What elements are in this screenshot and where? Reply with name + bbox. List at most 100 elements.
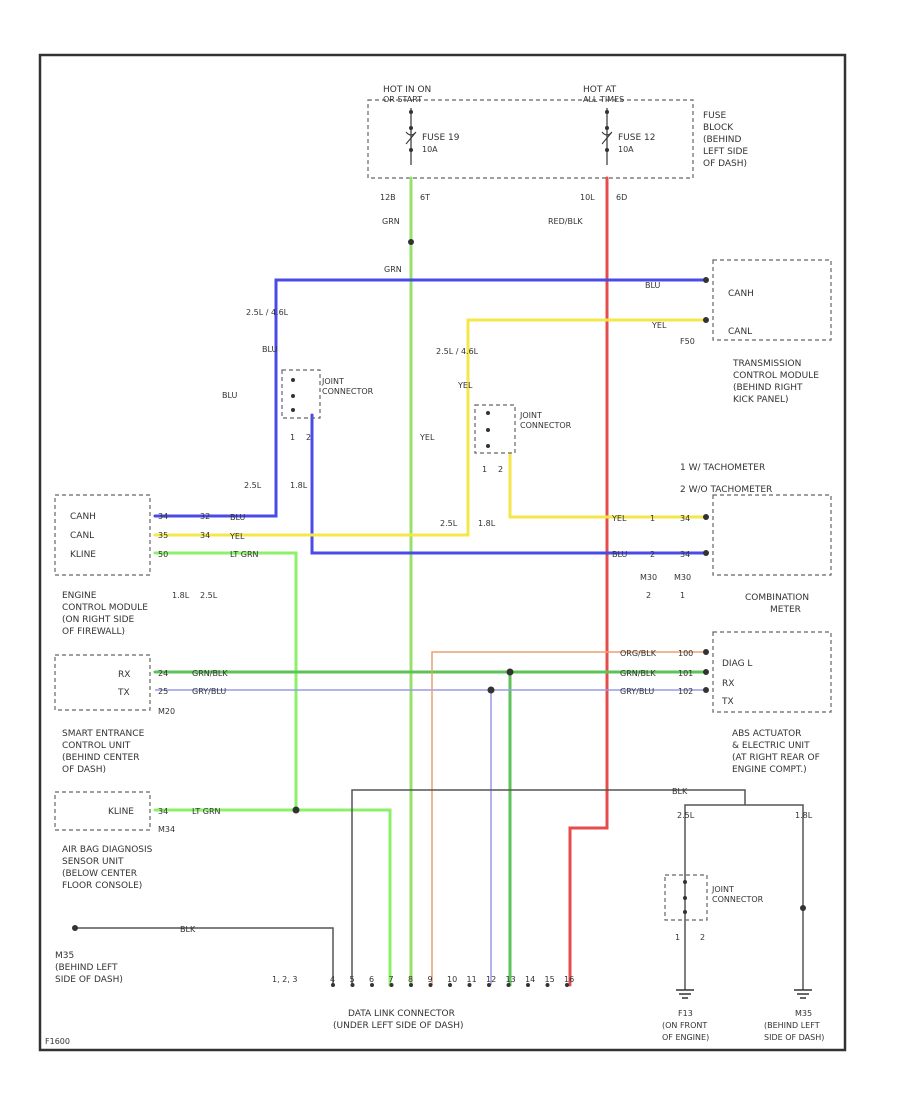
dlc-pin-prefix: 1, 2, 3 [272, 975, 297, 984]
dlc-pin-number: 5 [350, 975, 355, 984]
fuse-right-pin-b: 6D [616, 193, 627, 202]
ground-engine-label: 1.8L [795, 811, 813, 820]
ground-icon [676, 989, 694, 999]
wire-label: YEL [651, 321, 667, 330]
abs-pin-num: 100 [678, 649, 693, 658]
abs-pin: TX [721, 697, 734, 707]
fuse-left-amp: 10A [422, 145, 438, 154]
ecm-pin-num: 32 [200, 512, 210, 521]
dlc-pin-number: 6 [369, 975, 374, 984]
dlc-pin-number: 12 [486, 975, 496, 984]
ecm-label: (ON RIGHT SIDE [62, 615, 134, 625]
joint-label: CONNECTOR [520, 421, 572, 430]
meter-pin-num: 34 [680, 550, 690, 559]
dlc-pin-number: 7 [389, 975, 394, 984]
joint-label: JOINT [711, 885, 734, 894]
splice-dot [487, 686, 495, 694]
meter-connector-num: 1 [680, 591, 685, 600]
abs-pin: DIAG L [722, 659, 752, 669]
joint-label: CONNECTOR [712, 895, 764, 904]
smart-entrance-unit: RX TX 24 25 M20 SMART ENTRANCE CONTROL U… [54, 654, 175, 775]
fuse-block: HOT IN ON OR START HOT AT ALL TIMES FUSE… [367, 85, 748, 226]
tcm-pin-canh: CANH [728, 289, 754, 299]
joint-engine-label: 2.5L / 4.6L [436, 347, 479, 356]
ecm-pin-num: 34 [200, 531, 210, 540]
pin-dot [703, 669, 709, 675]
ground-location: (ON FRONT [662, 1021, 707, 1030]
wire-yel-tcm [466, 318, 708, 497]
meter-label: METER [770, 605, 801, 615]
airbag-label: SENSOR UNIT [62, 857, 124, 867]
wire-blk-m35 [75, 927, 334, 985]
ground-label: (BEHIND LEFT [55, 963, 118, 973]
ground-label: SIDE OF DASH) [55, 975, 123, 985]
airbag-label: (BELOW CENTER [62, 869, 137, 879]
joint-pin: 2 [700, 933, 705, 942]
ecm-pin: CANL [70, 531, 94, 541]
wire-label: YEL [419, 433, 435, 442]
wire-label: GRN/BLK [192, 669, 228, 678]
airbag-label: FLOOR CONSOLE) [62, 881, 142, 891]
ground-location: OF ENGINE) [662, 1033, 709, 1042]
fuse-block-label: (BEHIND [703, 135, 742, 145]
dlc-pin-dot [428, 983, 433, 987]
tcm-pin-canl: CANL [728, 327, 752, 337]
dlc-pin-number: 10 [447, 975, 457, 984]
diagram-frame [38, 53, 847, 1052]
abs-pin-num: 101 [678, 669, 693, 678]
wire-label: YEL [229, 532, 245, 541]
dlc-label: DATA LINK CONNECTOR [348, 1009, 455, 1019]
splice-dot [408, 239, 414, 245]
wire-label: YEL [611, 514, 627, 523]
joint-label: CONNECTOR [322, 387, 374, 396]
wire-blu-meter [310, 413, 708, 555]
fuse-block-label: LEFT SIDE [703, 147, 748, 157]
ground-dot [72, 925, 78, 931]
wire-label: BLU [262, 345, 278, 354]
wire-yel-meter [508, 453, 708, 519]
abs-label: (AT RIGHT REAR OF [732, 753, 820, 763]
smart-label: (BEHIND CENTER [62, 753, 139, 763]
tcm-connector: F50 [680, 337, 695, 346]
smart-label: SMART ENTRANCE [62, 729, 145, 739]
meter-connector: M30 [674, 573, 691, 582]
ecm-label: CONTROL MODULE [62, 603, 148, 613]
dlc-pin-dot [331, 983, 335, 987]
ground-label: M35 [55, 951, 74, 961]
wire-label: YEL [457, 381, 473, 390]
pin-dot [703, 649, 709, 655]
smart-pin: RX [118, 670, 130, 680]
ecm-pin-num: 35 [158, 531, 168, 540]
airbag-pin: KLINE [108, 807, 134, 817]
abs-label: & ELECTRIC UNIT [732, 741, 810, 751]
dlc-pin-dot [448, 983, 452, 987]
meter-connector: M30 [640, 573, 657, 582]
dlc-pin-dot [487, 983, 491, 987]
dlc-pin-number: 9 [428, 975, 433, 984]
joint-pin: 2 [498, 465, 503, 474]
joint-connector-2: 2.5L / 4.6L JOINT CONNECTOR 1 2 2.5L 1.8… [436, 347, 572, 528]
pin-dot [703, 277, 709, 283]
tcm-label: KICK PANEL) [733, 395, 789, 405]
fuse-right-pin-a: 10L [580, 193, 595, 202]
wire-red-blk [568, 176, 609, 987]
airbag-connector: M34 [158, 825, 175, 834]
dlc-pin-number: 16 [564, 975, 574, 984]
wire-label: GRY/BLU [192, 687, 226, 696]
wire-label: GRY/BLU [620, 687, 654, 696]
fuse-block-label: BLOCK [703, 123, 734, 133]
ecm-engine-label: 2.5L [200, 591, 218, 600]
meter-connector-num: 2 [646, 591, 651, 600]
ecm-pin: CANH [70, 512, 96, 522]
fuse-block-label: FUSE [703, 111, 726, 121]
wire-label: BLU [612, 550, 628, 559]
dlc-pin-dot [350, 983, 355, 987]
dlc-pin-number: 14 [525, 975, 535, 984]
smart-pin-num: 25 [158, 687, 168, 696]
abs-actuator: DIAG L RX TX 100 101 102 ABS ACTUATOR & … [678, 631, 832, 775]
dlc-pin-dot [545, 983, 550, 987]
splice-dot [292, 806, 300, 814]
fuse-left-label: FUSE 19 [422, 133, 460, 143]
